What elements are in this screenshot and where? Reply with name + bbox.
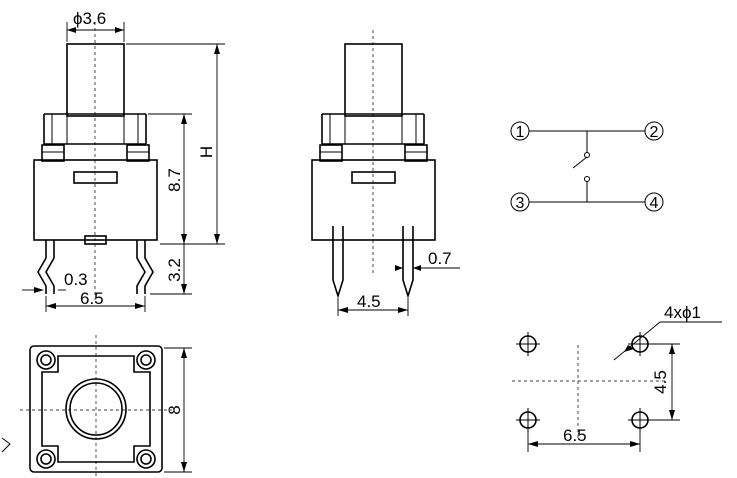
upper-housing — [43, 113, 147, 145]
dim-horizontal-label: 6.5 — [563, 426, 587, 445]
dim-vertical-label: 4.5 — [651, 370, 670, 394]
left-clip — [41, 144, 65, 162]
actuator-top-outer — [65, 378, 127, 440]
top-frame — [41, 355, 151, 463]
corner-hole-bl — [36, 449, 56, 469]
pin-1-label: 1 — [516, 124, 525, 141]
dim-height-label: H — [197, 146, 216, 158]
pin-4-label: 4 — [650, 195, 659, 212]
pcb-footprint: 4xϕ1 4.5 6.5 — [512, 303, 722, 452]
lower-body — [33, 159, 158, 241]
dim-pin-span-label: 4.5 — [357, 292, 381, 311]
actuator-2 — [344, 43, 403, 117]
dim-size-label: 8 — [165, 405, 184, 414]
corner-hole-tl — [36, 350, 56, 370]
dim-body-label: 8.7 — [165, 168, 184, 192]
lower-body-2 — [311, 159, 436, 241]
right-clip — [126, 144, 150, 162]
dim-leg-label: 3.2 — [165, 258, 184, 282]
corner-hole-tr — [136, 350, 156, 370]
corner-hole-br — [136, 449, 156, 469]
right-leg — [144, 240, 154, 294]
dim-thickness-label: 0.3 — [64, 270, 88, 289]
actuator — [66, 43, 125, 117]
dim-span-label: 6.5 — [80, 289, 104, 308]
pin-3-label: 3 — [516, 195, 525, 212]
dim-diameter-label: ϕ3.6 — [73, 9, 106, 28]
dim-holes-label: 4xϕ1 — [664, 303, 701, 322]
top-outline — [29, 345, 163, 473]
dim-pin-width-label: 0.7 — [428, 249, 452, 268]
pin-2-label: 2 — [650, 124, 659, 141]
pin-right — [402, 226, 414, 299]
side-view-side: 0.7 4.5 — [311, 30, 460, 316]
side-view-front: ϕ3.6 H 8.7 3.2 0.3 6.5 — [22, 9, 225, 312]
actuator-top-inner — [69, 382, 123, 436]
pin-left — [332, 226, 344, 299]
switch-contact — [572, 156, 588, 169]
top-view: 8 — [1, 335, 192, 476]
left-leg — [37, 240, 47, 294]
switch-schematic: 1 2 3 4 — [510, 121, 664, 212]
